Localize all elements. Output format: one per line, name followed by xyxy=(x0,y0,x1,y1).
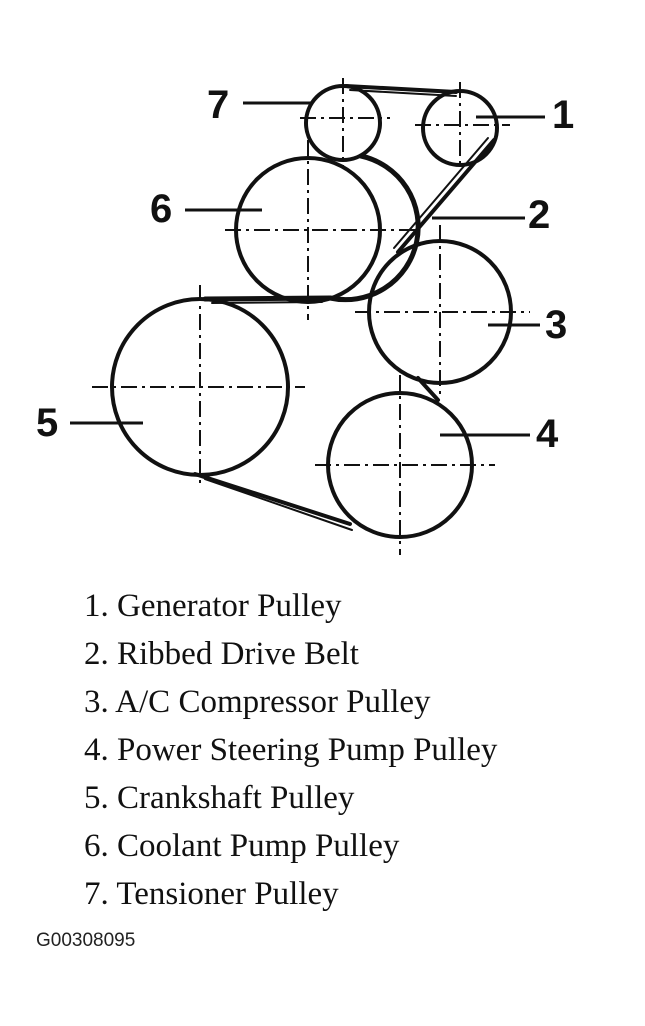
callout-leaders xyxy=(70,101,545,437)
callout-4: 4 xyxy=(536,412,559,456)
legend-item: 5. Crankshaft Pulley xyxy=(84,780,355,816)
ac-compressor-pulley xyxy=(367,239,513,385)
callout-3: 3 xyxy=(545,303,567,347)
figure-code: G00308095 xyxy=(36,930,136,951)
legend-item: 4. Power Steering Pump Pulley xyxy=(84,732,498,768)
parts-legend: 1. Generator Pulley 2. Ribbed Drive Belt… xyxy=(84,582,497,918)
belt-routing-diagram: 7 1 6 2 3 4 5 xyxy=(36,78,574,555)
power-steering-pump-pulley xyxy=(326,391,474,539)
callout-2: 2 xyxy=(528,193,550,237)
legend-item: 2. Ribbed Drive Belt xyxy=(84,636,359,672)
legend-item: 7. Tensioner Pulley xyxy=(84,876,339,912)
legend-item: 3. A/C Compressor Pulley xyxy=(84,684,431,720)
callout-6: 6 xyxy=(150,187,172,231)
generator-pulley xyxy=(421,89,499,167)
callout-5: 5 xyxy=(36,401,58,445)
legend-item: 6. Coolant Pump Pulley xyxy=(84,828,400,864)
pulley-centerlines xyxy=(92,78,530,555)
callout-7: 7 xyxy=(207,83,229,127)
legend-item: 1. Generator Pulley xyxy=(84,588,342,624)
tensioner-pulley xyxy=(304,84,382,162)
callout-1: 1 xyxy=(552,93,574,137)
ribbed-drive-belt xyxy=(193,84,496,531)
